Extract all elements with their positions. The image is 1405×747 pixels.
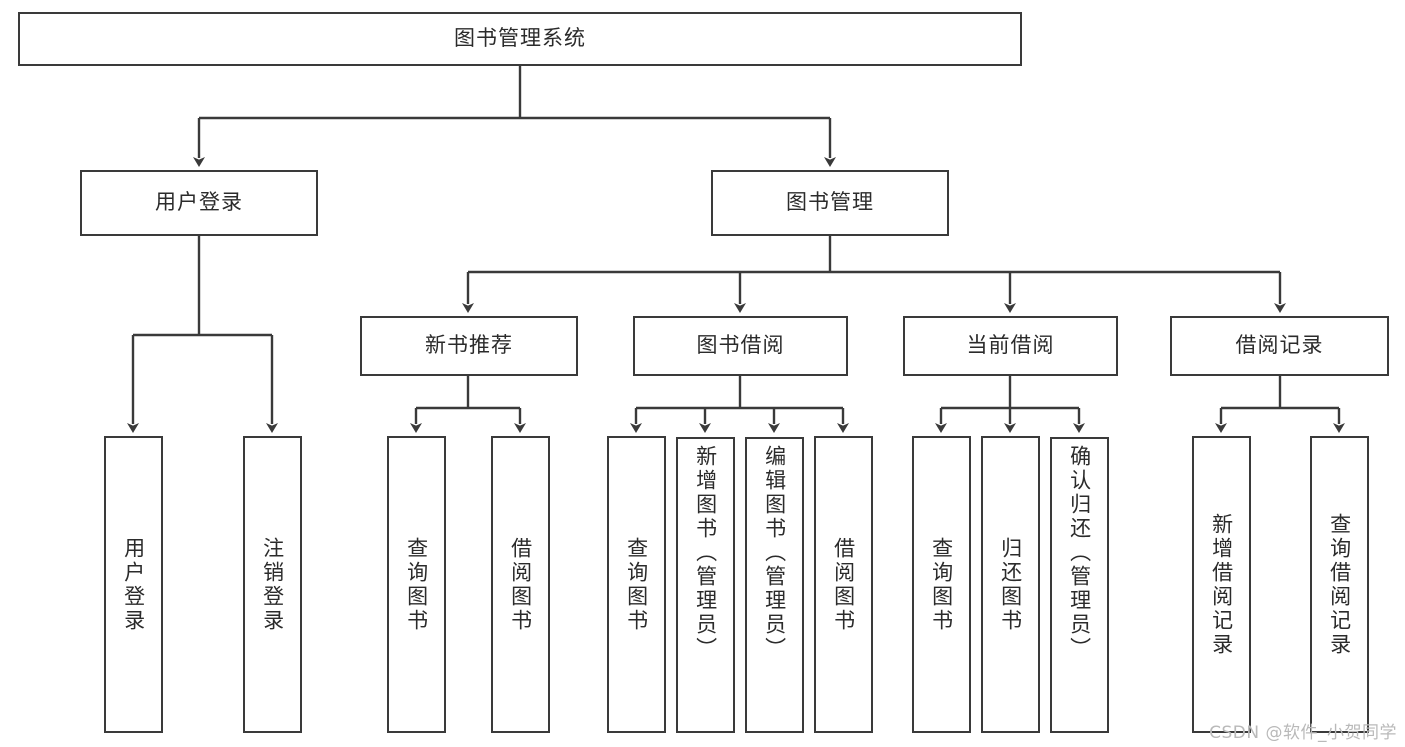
- node-new-book-recommend[interactable]: 新书推荐: [360, 316, 578, 376]
- node-label: 查询图书: [624, 536, 649, 633]
- node-user-login[interactable]: 用户登录: [80, 170, 318, 236]
- leaf-current-borrow-query[interactable]: 查询图书: [912, 436, 971, 733]
- leaf-new-book-borrow[interactable]: 借阅图书: [491, 436, 550, 733]
- node-label: 归还图书: [998, 536, 1023, 633]
- node-label: 编辑图书（管理员）: [762, 445, 787, 661]
- leaf-user-login-logout[interactable]: 注销登录: [243, 436, 302, 733]
- node-label: 查询图书: [404, 536, 429, 633]
- node-label: 用户登录: [155, 190, 243, 215]
- node-label: 注销登录: [260, 536, 285, 633]
- leaf-borrow-record-query[interactable]: 查询借阅记录: [1310, 436, 1369, 733]
- node-book-borrow[interactable]: 图书借阅: [633, 316, 848, 376]
- leaf-book-borrow-query[interactable]: 查询图书: [607, 436, 666, 733]
- node-label: 新书推荐: [425, 333, 513, 358]
- node-book-management[interactable]: 图书管理: [711, 170, 949, 236]
- leaf-current-borrow-return[interactable]: 归还图书: [981, 436, 1040, 733]
- node-label: 图书管理: [786, 190, 874, 215]
- node-label: 新增图书（管理员）: [693, 445, 718, 661]
- leaf-book-borrow-add[interactable]: 新增图书（管理员）: [676, 437, 735, 733]
- leaf-book-borrow-edit[interactable]: 编辑图书（管理员）: [745, 437, 804, 733]
- node-label: 借阅图书: [508, 536, 533, 633]
- node-current-borrow[interactable]: 当前借阅: [903, 316, 1118, 376]
- leaf-new-book-query[interactable]: 查询图书: [387, 436, 446, 733]
- node-label: 用户登录: [121, 536, 146, 633]
- node-label: 图书管理系统: [454, 26, 586, 51]
- leaf-user-login-login[interactable]: 用户登录: [104, 436, 163, 733]
- leaf-borrow-record-add[interactable]: 新增借阅记录: [1192, 436, 1251, 733]
- node-label: 确认归还（管理员）: [1067, 445, 1092, 661]
- leaf-book-borrow-borrow[interactable]: 借阅图书: [814, 436, 873, 733]
- node-label: 查询图书: [929, 536, 954, 633]
- node-label: 当前借阅: [966, 333, 1055, 358]
- node-borrow-record[interactable]: 借阅记录: [1170, 316, 1389, 376]
- node-label: 新增借阅记录: [1209, 512, 1234, 657]
- node-label: 图书借阅: [696, 333, 785, 358]
- csdn-watermark: CSDN @软件_小贺同学: [1209, 723, 1397, 743]
- leaf-current-borrow-confirm-return[interactable]: 确认归还（管理员）: [1050, 437, 1109, 733]
- node-root-system[interactable]: 图书管理系统: [18, 12, 1022, 66]
- node-label: 借阅记录: [1235, 333, 1324, 358]
- node-label: 借阅图书: [831, 536, 856, 633]
- node-label: 查询借阅记录: [1327, 512, 1352, 657]
